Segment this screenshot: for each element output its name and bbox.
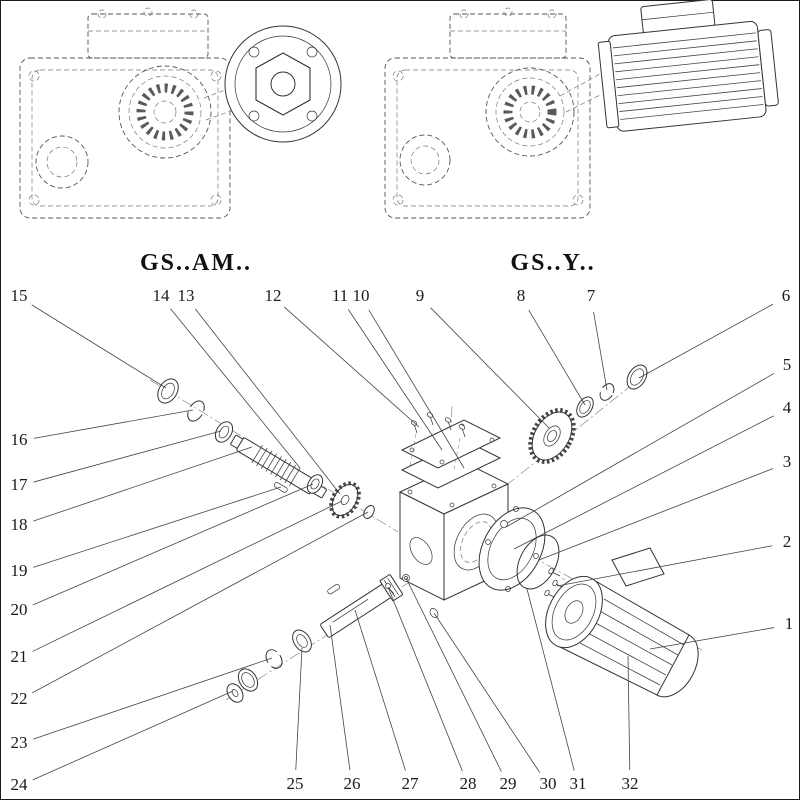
part-bearing-20 [306,474,324,494]
callout-number-15: 15 [11,286,28,305]
leader-line-18 [33,446,253,522]
part-o-ring-3 [516,534,560,590]
part-ring-8 [576,396,594,418]
leader-line-13 [194,308,341,495]
callout-number-18: 18 [11,515,28,534]
callout-number-11: 11 [332,286,348,305]
leader-line-2 [556,545,773,587]
leader-line-1 [649,627,775,650]
exploded-view [149,364,703,703]
leader-line-12 [283,306,420,428]
part-circlip-23 [265,649,283,669]
callout-number-13: 13 [178,286,195,305]
part-plug-5 [500,520,508,528]
callout-number-21: 21 [11,647,28,666]
callout-number-7: 7 [587,286,596,305]
leader-line-16 [33,409,194,439]
leader-line-26 [329,624,351,771]
leader-line-19 [33,486,282,568]
leader-line-32 [627,655,631,771]
callout-number-27: 27 [402,774,420,793]
callout-number-16: 16 [11,430,28,449]
callout-number-31: 31 [570,774,587,793]
callout-number-23: 23 [11,733,28,752]
spline-bore-icon [136,83,194,141]
callout-number-29: 29 [500,774,517,793]
leader-line-23 [33,657,273,740]
part-bearing-25 [292,629,312,653]
leader-line-17 [33,430,222,483]
model-label-gs-y: GS..Y.. [510,250,595,276]
callout-number-26: 26 [344,774,361,793]
callout-number-8: 8 [517,286,526,305]
leader-line-11 [347,309,443,451]
leader-line-21 [32,500,343,652]
callout-number-14: 14 [153,286,171,305]
callout-number-25: 25 [287,774,304,793]
callout-number-3: 3 [783,452,792,471]
part-oil-seal-15 [157,378,179,404]
part-circlip-7 [599,383,615,401]
callout-number-24: 24 [11,775,29,794]
part-washer [226,683,244,703]
callout-number-17: 17 [11,475,29,494]
leader-line-5 [505,373,775,528]
part-pin [327,583,341,595]
leader-line-7 [593,311,608,391]
callout-number-30: 30 [540,774,557,793]
leader-line-8 [528,309,586,406]
part-helical-gear-9 [528,408,576,464]
part-screw-28 [385,583,395,595]
callout-number-2: 2 [783,532,792,551]
leader-line-10 [368,309,465,469]
drawing-gs-am [19,7,342,219]
leader-line-27 [354,609,406,771]
callout-number-9: 9 [416,286,425,305]
part-seal-ring-6 [626,364,648,390]
callout-number-12: 12 [265,286,282,305]
part-gear-disc-21 [329,481,361,519]
callout-number-32: 32 [622,774,639,793]
part-adapter-flange-4 [478,506,546,592]
part-circlip-16 [187,400,205,422]
leader-line-9 [430,307,550,429]
leader-line-24 [32,690,234,781]
callout-number-19: 19 [11,561,28,580]
leader-line-20 [32,483,314,606]
leader-line-6 [638,303,774,379]
leader-line-28 [387,586,463,772]
motor-terminal-box [611,547,665,587]
callout-number-10: 10 [353,286,370,305]
leader-line-29 [405,577,502,772]
part-bearing-17 [214,421,234,443]
leader-line-3 [538,468,774,561]
leader-line-15 [31,304,167,389]
callout-number-1: 1 [785,614,794,633]
model-label-gs-am: GS..AM.. [140,250,252,276]
callout-number-22: 22 [11,689,28,708]
leader-line-31 [526,588,575,771]
callout-number-5: 5 [783,355,792,374]
motor-assembled [597,0,779,132]
part-oil-seal-24 [237,668,259,692]
leader-line-25 [295,647,303,771]
leader-line-30 [433,612,541,773]
output-flange [224,25,342,143]
part-locknut-22 [363,505,375,519]
drawing-gs-y [384,0,779,219]
callout-number-4: 4 [783,398,792,417]
leader-line-22 [32,511,369,694]
part-motor [545,547,699,698]
callout-number-6: 6 [782,286,791,305]
leader-line-14 [170,308,301,469]
callout-number-20: 20 [11,600,28,619]
spline-bore-icon [503,85,557,139]
leader-line-4 [513,415,774,550]
callout-number-28: 28 [460,774,477,793]
